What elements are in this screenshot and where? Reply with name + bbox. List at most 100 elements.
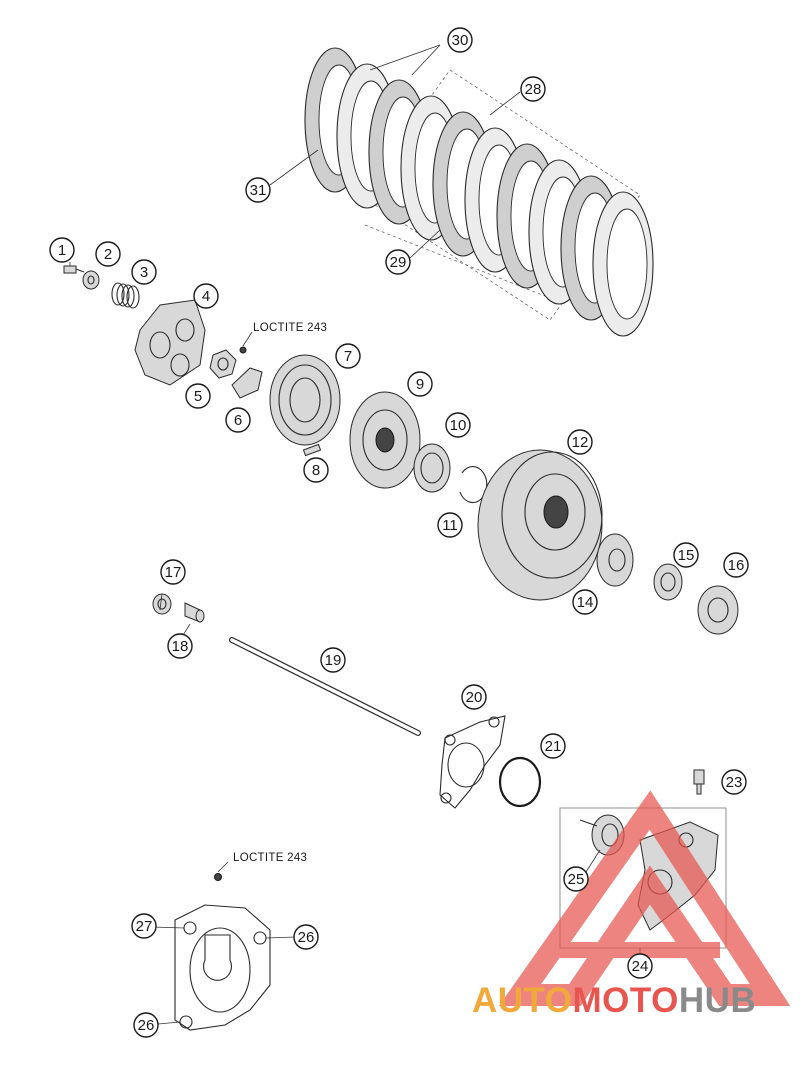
lock-washer-part-6	[231, 346, 263, 399]
callout-number: 29	[390, 254, 407, 271]
callout-circle	[572, 589, 598, 615]
callout-circle	[385, 249, 411, 275]
callout-number: 26	[298, 929, 315, 946]
bolt-part-1	[63, 265, 85, 274]
callout-number: 21	[545, 738, 562, 755]
callout-number: 28	[525, 81, 542, 98]
callout-circle	[225, 407, 251, 433]
callout-8: 8	[303, 457, 329, 483]
callout-circle	[245, 177, 271, 203]
callout-17: 17	[160, 559, 186, 585]
callout-circle	[133, 1012, 159, 1038]
callout-circle	[567, 429, 593, 455]
callout-number: 9	[416, 376, 424, 393]
loctite-note-upper: LOCTITE 243	[253, 322, 327, 334]
callout-circle	[303, 457, 329, 483]
watermark-text-moto: MOTO	[573, 981, 679, 1020]
watermark-logo	[498, 790, 791, 1006]
callout-leaders	[69, 262, 641, 1025]
callout-number: 8	[312, 462, 320, 479]
callout-number: 4	[202, 288, 210, 305]
callout-5: 5	[185, 383, 211, 409]
callout-number: 16	[728, 557, 745, 574]
callout-number: 19	[325, 652, 342, 669]
callout-number: 23	[726, 774, 743, 791]
callout-number: 12	[572, 434, 589, 451]
callout-circle	[335, 343, 361, 369]
clutch-disc-part-9	[349, 391, 421, 489]
callout-2: 2	[95, 241, 121, 267]
callout-number: 17	[165, 564, 182, 581]
gasket-part-20	[439, 715, 506, 809]
washer-part-10	[413, 443, 451, 493]
outer-basket-part-12	[477, 449, 603, 601]
callout-number: 6	[234, 412, 242, 429]
callout-circle	[160, 559, 186, 585]
callout-circle	[540, 733, 566, 759]
callout-29: 29	[385, 249, 411, 275]
callout-circle	[627, 953, 653, 979]
callout-circle	[49, 237, 75, 263]
cover-part-26	[174, 861, 271, 1031]
callout-circle	[185, 383, 211, 409]
callout-circle	[520, 76, 546, 102]
watermark-text-hub: HUB	[679, 981, 756, 1020]
nut-part-5	[209, 349, 237, 379]
callout-circle	[320, 647, 346, 673]
needle-bearing-part-15	[653, 563, 683, 601]
callout-6: 6	[225, 407, 251, 433]
callout-31: 31	[245, 177, 271, 203]
callout-circle	[445, 412, 471, 438]
callout-circle	[407, 371, 433, 397]
callout-number: 15	[678, 547, 695, 564]
callout-number: 24	[632, 958, 649, 975]
callout-circle	[721, 769, 747, 795]
callout-26: 26	[133, 1012, 159, 1038]
callout-number: 3	[140, 264, 148, 281]
callout-number: 27	[136, 918, 153, 935]
callout-number: 10	[450, 417, 467, 434]
watermark-text: AUTOMOTOHUB	[472, 981, 756, 1020]
callout-12: 12	[567, 429, 593, 455]
callout-number: 1	[58, 242, 66, 259]
callout-circle	[563, 866, 589, 892]
callout-19: 19	[320, 647, 346, 673]
callout-20: 20	[461, 684, 487, 710]
thrust-washer-part-16	[697, 585, 739, 635]
callout-number: 5	[194, 388, 202, 405]
pressure-cap-part-4	[134, 299, 206, 386]
pin-part-8	[302, 443, 322, 457]
callout-15: 15	[673, 542, 699, 568]
callout-circle	[95, 241, 121, 267]
callout-circle	[723, 552, 749, 578]
callout-number: 31	[250, 182, 267, 199]
callout-9: 9	[407, 371, 433, 397]
callout-circle	[167, 633, 193, 659]
callout-circle	[193, 283, 219, 309]
primary-gear-part-14	[596, 533, 634, 587]
watermark-text-auto: AUTO	[472, 981, 573, 1020]
callout-7: 7	[335, 343, 361, 369]
callout-number: 20	[466, 689, 483, 706]
callout-28: 28	[520, 76, 546, 102]
callout-26: 26	[293, 924, 319, 950]
clutch-plate-stack	[269, 44, 654, 337]
callout-number: 25	[568, 871, 585, 888]
spring-part-3	[111, 282, 140, 309]
callout-27: 27	[131, 913, 157, 939]
callout-14: 14	[572, 589, 598, 615]
callout-18: 18	[167, 633, 193, 659]
callout-4: 4	[193, 283, 219, 309]
callout-circle	[131, 259, 157, 285]
loctite-note-lower: LOCTITE 243	[233, 852, 307, 864]
callout-3: 3	[131, 259, 157, 285]
callout-10: 10	[445, 412, 471, 438]
callout-circle	[293, 924, 319, 950]
steel-plate	[592, 191, 654, 337]
callout-30: 30	[447, 27, 473, 53]
callout-circle	[673, 542, 699, 568]
washer-part-2	[82, 270, 100, 290]
push-rod-part-19	[229, 637, 421, 736]
callout-number: 30	[452, 32, 469, 49]
